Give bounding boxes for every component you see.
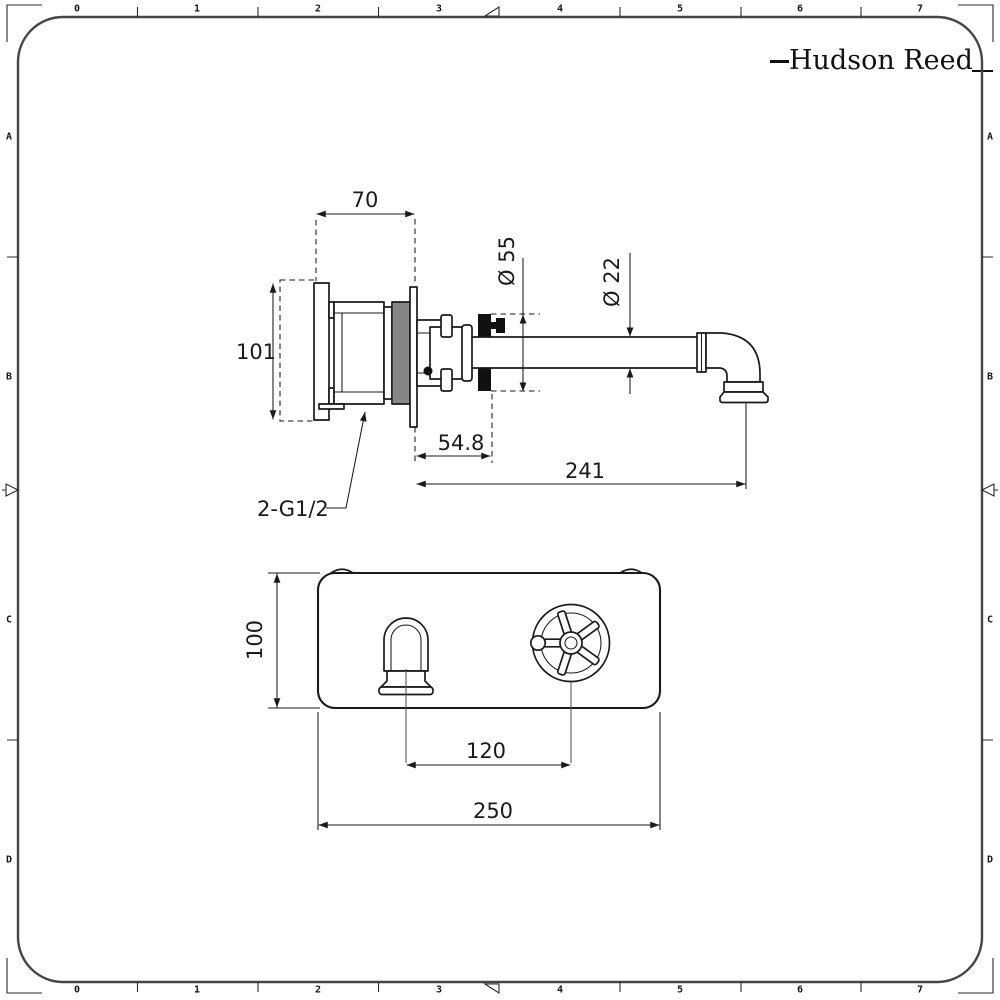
spout-arch-inner [390,624,422,671]
side-view-dimensions: 70 101 Ø 55 Ø 22 54.8 241 2-G1/2 [236,188,747,521]
dim-text-241: 241 [565,459,605,483]
ruler-right-c: C [986,614,994,626]
ring-lug-top [440,314,453,338]
dim-text-250: 250 [473,799,513,823]
thread-label: 2-G1/2 [257,497,329,521]
ruler-left-c: C [5,614,13,626]
ruler-top-4: 4 [556,3,564,15]
ruler-top-1: 1 [193,3,201,15]
handwheel [529,603,611,683]
ruler-right-a: A [986,131,994,143]
front-view-dimensions: 100 120 250 [243,572,661,830]
elbow-body [705,332,761,383]
ruler-right-b: B [986,371,994,383]
ruler-left-a: A [5,131,13,143]
ruler-bottom-5: 5 [676,984,684,996]
dim-text-54-8: 54.8 [438,431,485,455]
wall-flange-plate [409,286,418,428]
centre-marker-left [2,483,20,497]
handwheel-lever-ball [529,634,547,652]
valve-neck [383,306,393,400]
side-view: 70 101 Ø 55 Ø 22 54.8 241 2-G1/2 [236,188,769,521]
dim-text-dia22: Ø 22 [600,257,624,307]
spout-escutcheon [416,314,505,392]
ruler-bottom-7: 7 [916,984,924,996]
dim-text-dia55: Ø 55 [495,236,519,286]
ruler-top-2: 2 [314,3,322,15]
tube-lines [471,336,698,369]
ruler-left-d: D [5,854,13,866]
ruler-right-d: D [986,854,994,866]
spout-tube [471,332,769,404]
seal-section-bottom [478,368,491,391]
ruler-bottom-2: 2 [314,984,322,996]
dim-text-70: 70 [352,188,379,212]
dim-arrows-dia22 [626,327,634,378]
seal-section-top [478,314,491,337]
centre-lines [405,669,572,763]
centre-marker-right [980,483,998,497]
spout-arch-outer [383,617,429,672]
mounting-plate [313,282,330,421]
ruler-left-b: B [5,371,13,383]
handwheel-hub-centre [564,636,578,650]
ruler-top-0: 0 [73,3,81,15]
ruler-bottom-3: 3 [435,984,443,996]
brand-name: Hudson Reed [789,45,973,76]
outlet-collar [723,381,764,393]
ruler-top-5: 5 [676,3,684,15]
valve-body [313,282,418,428]
threaded-section [391,301,411,405]
escutcheon-rim [461,324,473,382]
ring-lug-bottom [440,368,453,392]
sheet-frame [2,4,998,995]
ruler-top-3: 3 [435,3,443,15]
sheet-border [16,15,984,984]
logo-left-dash [770,60,789,63]
drain-hole [423,366,433,376]
ruler-bottom-4: 4 [556,984,564,996]
fixing-bumps [330,568,643,574]
recess-box-hidden [279,279,317,422]
extension-lines-100 [268,572,320,709]
extension-lines-dashed [315,219,540,463]
ruler-bottom-1: 1 [193,984,201,996]
ruler-bottom-6: 6 [796,984,804,996]
thread-lines [393,302,409,404]
dim-arrows-dia55 [519,314,527,392]
centre-marker-bottom [483,983,500,995]
handwheel-hub [559,631,583,655]
dim-text-101: 101 [236,340,276,364]
ruler-ticks [7,7,993,992]
valve-block-lines [334,312,384,393]
ruler-bottom-0: 0 [73,984,81,996]
dim-text-120: 120 [466,739,506,763]
outlet-flare [719,391,769,404]
centre-marker-top [483,5,500,17]
front-view: 100 120 250 [243,568,662,830]
ruler-top-6: 6 [796,3,804,15]
thread-leader-line [326,411,367,509]
grub-screw [491,318,505,333]
valve-foot [318,403,345,410]
dim-text-100: 100 [243,620,267,660]
brand-logo: Hudson Reed [770,45,993,76]
corner-marks [6,4,994,994]
extension-lines-250 [317,712,661,830]
ruler-top-7: 7 [916,3,924,15]
